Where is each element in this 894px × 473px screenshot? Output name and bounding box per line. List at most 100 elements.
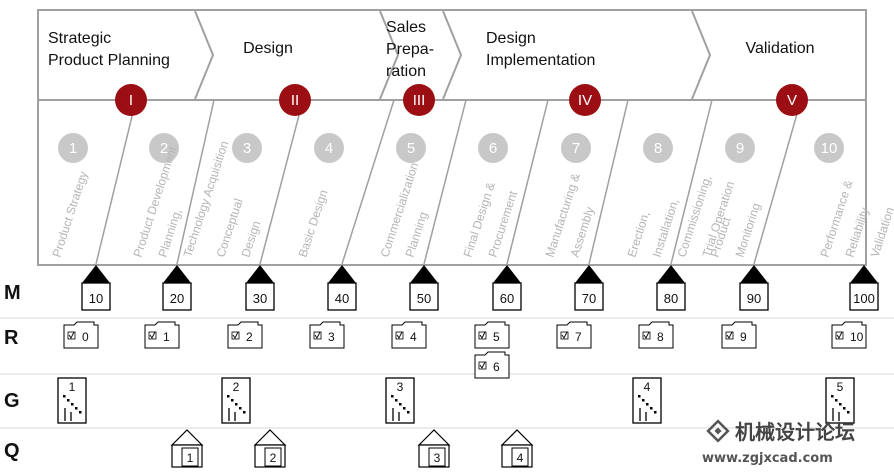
watermark: 机械设计论坛 www.zgjxcad.com [702,419,855,466]
folder-icon [144,321,180,349]
gate-document-icon [632,377,662,424]
phase-title: Strategic [48,30,111,47]
milestone-value: 80 [664,291,678,306]
review-folder: 6 [474,351,510,379]
review-value: 8 [657,330,664,344]
gate-document-icon [221,377,251,424]
step-label: Reliability [843,206,872,259]
step-number: 1 [69,140,77,157]
step-badge [643,133,673,163]
review-value: 7 [575,330,582,344]
quality-box: 2 [253,429,287,468]
review-folder: 3 [309,321,345,349]
review-folder: 2 [227,321,263,349]
review-value: 2 [246,330,253,344]
folder-icon [391,321,427,349]
step-label: Basic Design [296,188,331,259]
milestone-box [574,282,604,311]
milestone-value: 30 [253,291,267,306]
checkbox-icon [67,331,76,340]
milestone-value: 100 [853,291,875,306]
quality-value: 1 [187,451,194,465]
step-number: 9 [736,140,744,157]
milestone: 60 [492,265,522,311]
watermark-url: www.zgjxcad.com [702,451,833,466]
checkbox-icon [725,331,734,340]
milestone: 80 [656,265,686,311]
phase-chevron [194,10,215,100]
quality-box: 4 [500,429,534,468]
step-label: Design [239,219,264,259]
step-separator [95,99,137,265]
phase-title: Design [486,30,536,47]
folder-icon [638,321,674,349]
step-separators [95,99,802,265]
gate-document: 2 [221,377,251,424]
gate-dot [231,399,234,402]
checkmark-icon [396,331,403,339]
gate-document: 3 [385,377,415,424]
phase-numeral: II [291,92,299,109]
checkbox-icon [478,331,487,340]
phase-title: Product Planning [48,52,170,69]
milestone-value: 70 [582,291,596,306]
folder-icon [721,321,757,349]
review-folder: 9 [721,321,757,349]
step-number: 6 [489,140,497,157]
gate-value: 2 [233,380,240,394]
review-folder: 4 [391,321,427,349]
gate-document-icon [57,377,87,424]
step-separator [423,99,467,265]
quality-box: 1 [170,429,204,468]
step-number: 2 [160,140,168,157]
phase-badge [279,84,311,116]
phase-chevron [442,10,463,100]
step-badge [232,133,262,163]
gate-dot [239,407,242,410]
review-value: 4 [410,330,417,344]
checkmark-icon [561,331,568,339]
folder-icon [474,321,510,349]
gate-dot [235,403,238,406]
review-value: 10 [850,330,864,344]
checkmark-icon [149,331,156,339]
checkmark-icon [68,331,75,339]
quality-roof-icon [170,429,204,446]
review-value: 6 [493,360,500,374]
review-folder: 10 [831,321,867,349]
checkbox-icon [313,331,322,340]
checkbox-icon [231,331,240,340]
phase-title: Validation [745,40,814,57]
row-grid [0,317,894,429]
milestone-box [409,282,439,311]
step-separator [588,99,629,265]
review-value: 5 [493,330,500,344]
step-badge [561,133,591,163]
review-folder: 0 [63,321,99,349]
step-badge [58,133,88,163]
milestone: 100 [849,265,879,311]
step-badge [725,133,755,163]
step-separator [670,99,713,265]
checkbox-icon [478,361,487,370]
quality-inner-box [181,447,199,467]
milestone-box [162,282,192,311]
quality-value: 2 [270,451,277,465]
phase-title: ration [386,63,426,80]
milestone-triangle-icon [740,265,768,283]
phase-title: Prepa- [386,41,434,58]
folder-icon [474,351,510,379]
phase-badge [569,84,601,116]
phase-badge [776,84,808,116]
milestone-value: 10 [89,291,103,306]
step-label: Erection, [625,210,653,259]
